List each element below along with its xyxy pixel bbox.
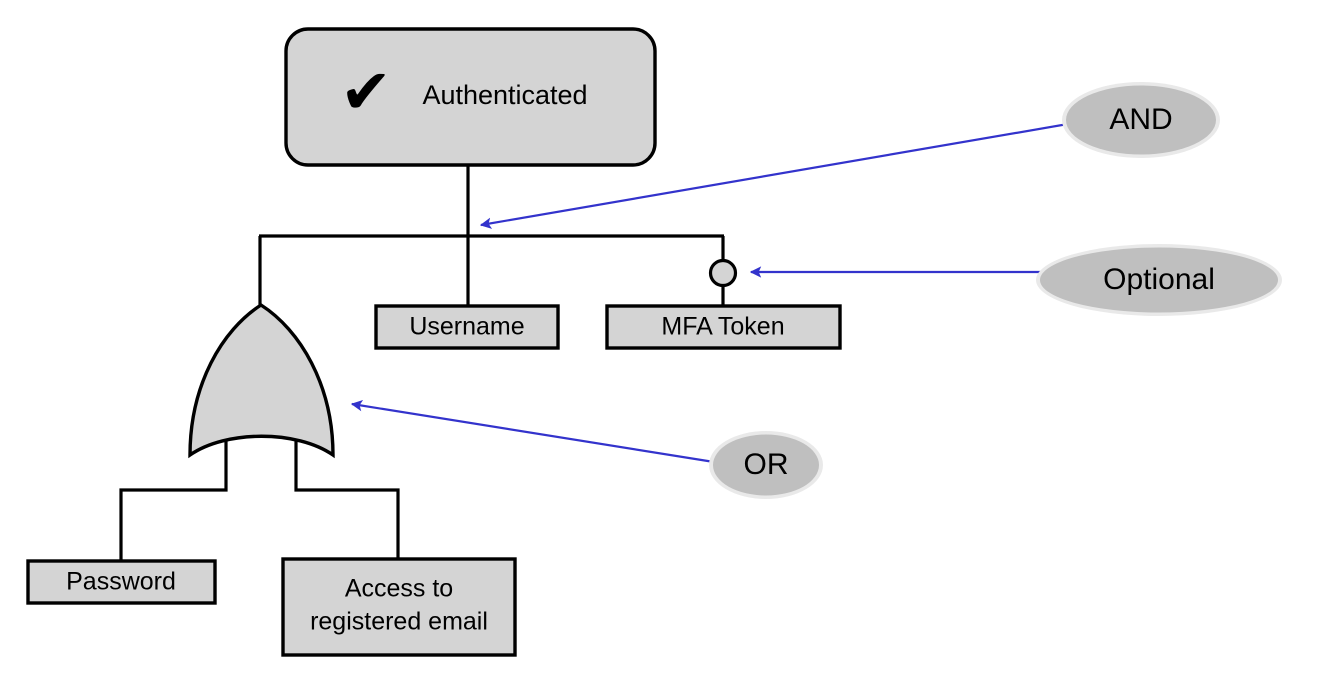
callout-optional-label: Optional xyxy=(1103,263,1215,296)
callout-and-shape[interactable] xyxy=(1066,85,1216,155)
callout-and-label: AND xyxy=(1109,103,1172,136)
node-access-email-label-line1: Access to xyxy=(345,575,453,603)
node-authenticated[interactable]: ✔ Authenticated xyxy=(284,27,657,167)
optional-circle-marker[interactable] xyxy=(708,258,738,288)
callout-or[interactable]: OR xyxy=(709,431,823,499)
node-username-label: Username xyxy=(409,313,524,341)
node-access-email[interactable]: Access to registered email xyxy=(281,557,517,657)
node-or-gate[interactable] xyxy=(188,302,335,459)
callout-and[interactable]: AND xyxy=(1062,82,1220,158)
node-authenticated-label: Authenticated xyxy=(422,80,587,110)
annotation-arrow-and xyxy=(479,122,1069,229)
node-username[interactable]: Username xyxy=(374,304,560,350)
node-access-email-label-line2: registered email xyxy=(310,608,488,636)
tree-connectors xyxy=(119,165,725,561)
annotation-arrow-or xyxy=(350,399,715,464)
node-password-shape[interactable] xyxy=(26,559,217,605)
node-password[interactable]: Password xyxy=(26,559,217,605)
callout-or-shape[interactable] xyxy=(713,434,819,496)
checkmark-icon: ✔ xyxy=(340,55,392,128)
callout-or-label: OR xyxy=(744,448,789,481)
node-mfa-token-label: MFA Token xyxy=(661,313,784,341)
annotation-arrows xyxy=(350,122,1069,464)
node-username-shape[interactable] xyxy=(374,304,560,350)
node-mfa-token[interactable]: MFA Token xyxy=(605,304,842,350)
node-access-email-shape[interactable] xyxy=(281,557,517,657)
connector-or-to-access-email xyxy=(294,440,400,559)
node-password-label: Password xyxy=(66,568,176,596)
node-or-gate-shape[interactable] xyxy=(188,302,335,459)
connector-or-to-password xyxy=(119,440,228,561)
callout-optional[interactable]: Optional xyxy=(1036,244,1282,316)
node-authenticated-shape[interactable] xyxy=(284,27,657,167)
node-mfa-token-shape[interactable] xyxy=(605,304,842,350)
callout-optional-shape[interactable] xyxy=(1040,247,1278,313)
